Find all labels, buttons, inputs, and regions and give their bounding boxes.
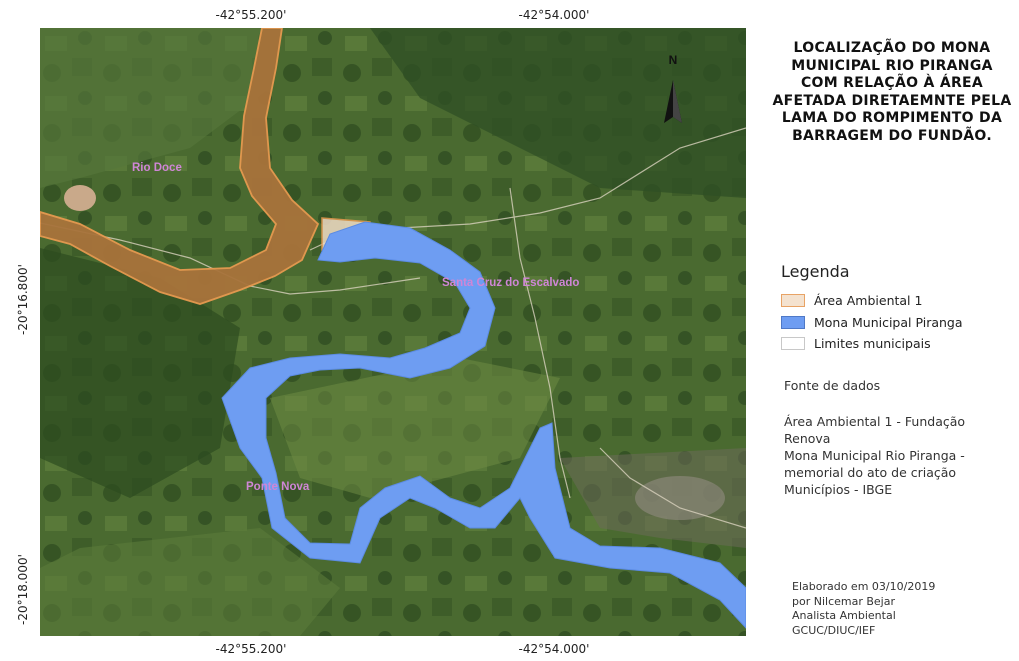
legend-item-mona: Mona Municipal Piranga [781, 314, 963, 330]
lon-label-bottom-1: -42°55.200' [215, 642, 287, 656]
map-label-santa-cruz: Santa Cruz do Escalvado [442, 277, 579, 289]
mona-municipal-piranga [221, 221, 746, 629]
sources-title: Fonte de dados [784, 378, 881, 393]
source-line: Renova [784, 431, 831, 446]
map-label-ponte-nova: Ponte Nova [246, 481, 310, 493]
map-label-rio-doce: Rio Doce [132, 162, 182, 174]
legend-item-limites: Limites municipais [781, 335, 931, 351]
lon-label-bottom-2: -42°54.000' [518, 642, 590, 656]
legend-label: Mona Municipal Piranga [814, 314, 963, 330]
lon-label-top-1: -42°55.200' [215, 8, 287, 22]
source-line: Mona Municipal Rio Piranga - [784, 448, 965, 463]
legend-label: Área Ambiental 1 [814, 292, 923, 308]
lat-label-1: -20°16.800' [16, 264, 30, 335]
legend-item-area-ambiental: Área Ambiental 1 [781, 292, 922, 308]
terrain [40, 28, 746, 636]
lat-label-2: -20°18.000' [16, 554, 30, 625]
credit-line: Analista Ambiental [792, 609, 896, 622]
map-title: LOCALIZAÇÃO DO MONA MUNICIPAL RIO PIRANG… [772, 40, 1012, 144]
sources-list: Área Ambiental 1 - Fundação Renova Mona … [784, 413, 965, 498]
source-line: memorial do ato de criação [784, 465, 957, 480]
satellite-map[interactable]: Rio Doce Santa Cruz do Escalvado Ponte N… [40, 28, 746, 636]
lon-label-top-2: -42°54.000' [518, 8, 590, 22]
credit-line: Elaborado em 03/10/2019 [792, 580, 936, 593]
legend-title: Legenda [781, 262, 850, 281]
legend-swatch-limites [781, 336, 805, 350]
source-line: Área Ambiental 1 - Fundação [784, 414, 966, 429]
north-arrow-icon: N [664, 53, 682, 123]
source-line: Municípios - IBGE [784, 482, 893, 497]
legend-swatch-area-ambiental [781, 293, 805, 307]
credit-line: GCUC/DIUC/IEF [792, 623, 876, 637]
credit-line: por Nilcemar Bejar [792, 594, 895, 608]
credit-block: Elaborado em 03/10/2019 por Nilcemar Bej… [792, 580, 935, 638]
legend-label: Limites municipais [814, 335, 931, 351]
legend-swatch-mona [781, 315, 805, 329]
north-label: N [669, 53, 678, 67]
